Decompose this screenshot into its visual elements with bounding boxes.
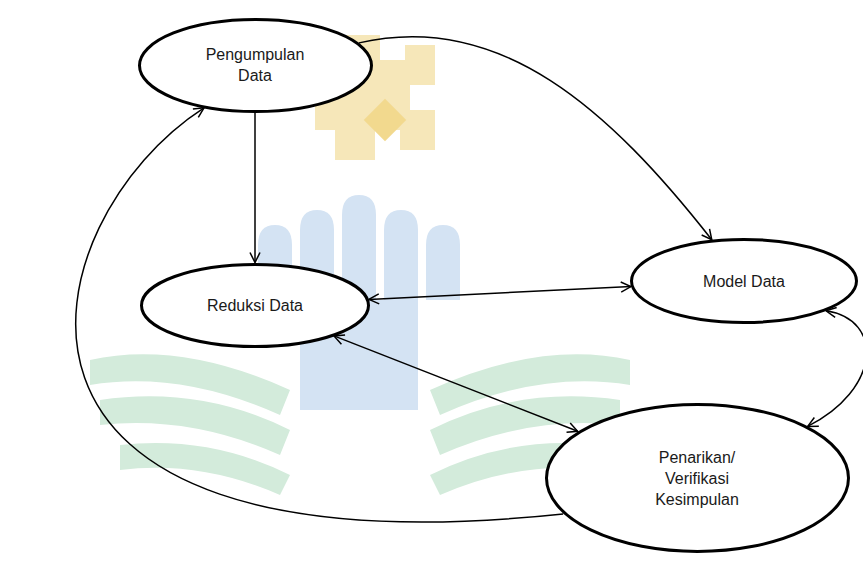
node-label: Penarikan/ Verifikasi Kesimpulan (649, 447, 745, 510)
node-label: Reduksi Data (190, 295, 320, 316)
ellipse-node: Reduksi Data (140, 263, 370, 348)
arrow-connector (76, 108, 563, 522)
ellipse-node: Model Data (630, 238, 858, 324)
ellipse-outline (138, 18, 373, 113)
arrow-connector (334, 336, 578, 431)
ellipse-node: Penarikan/ Verifikasi Kesimpulan (545, 403, 850, 553)
node-label: Pengumpulan Data (201, 44, 309, 86)
arrow-connector (369, 287, 631, 300)
arrow-connector (359, 37, 712, 240)
node-label: Model Data (684, 271, 804, 292)
arrow-connector (254, 113, 256, 263)
ellipse-node: Pengumpulan Data (138, 18, 373, 113)
arrow-connector (808, 311, 863, 427)
